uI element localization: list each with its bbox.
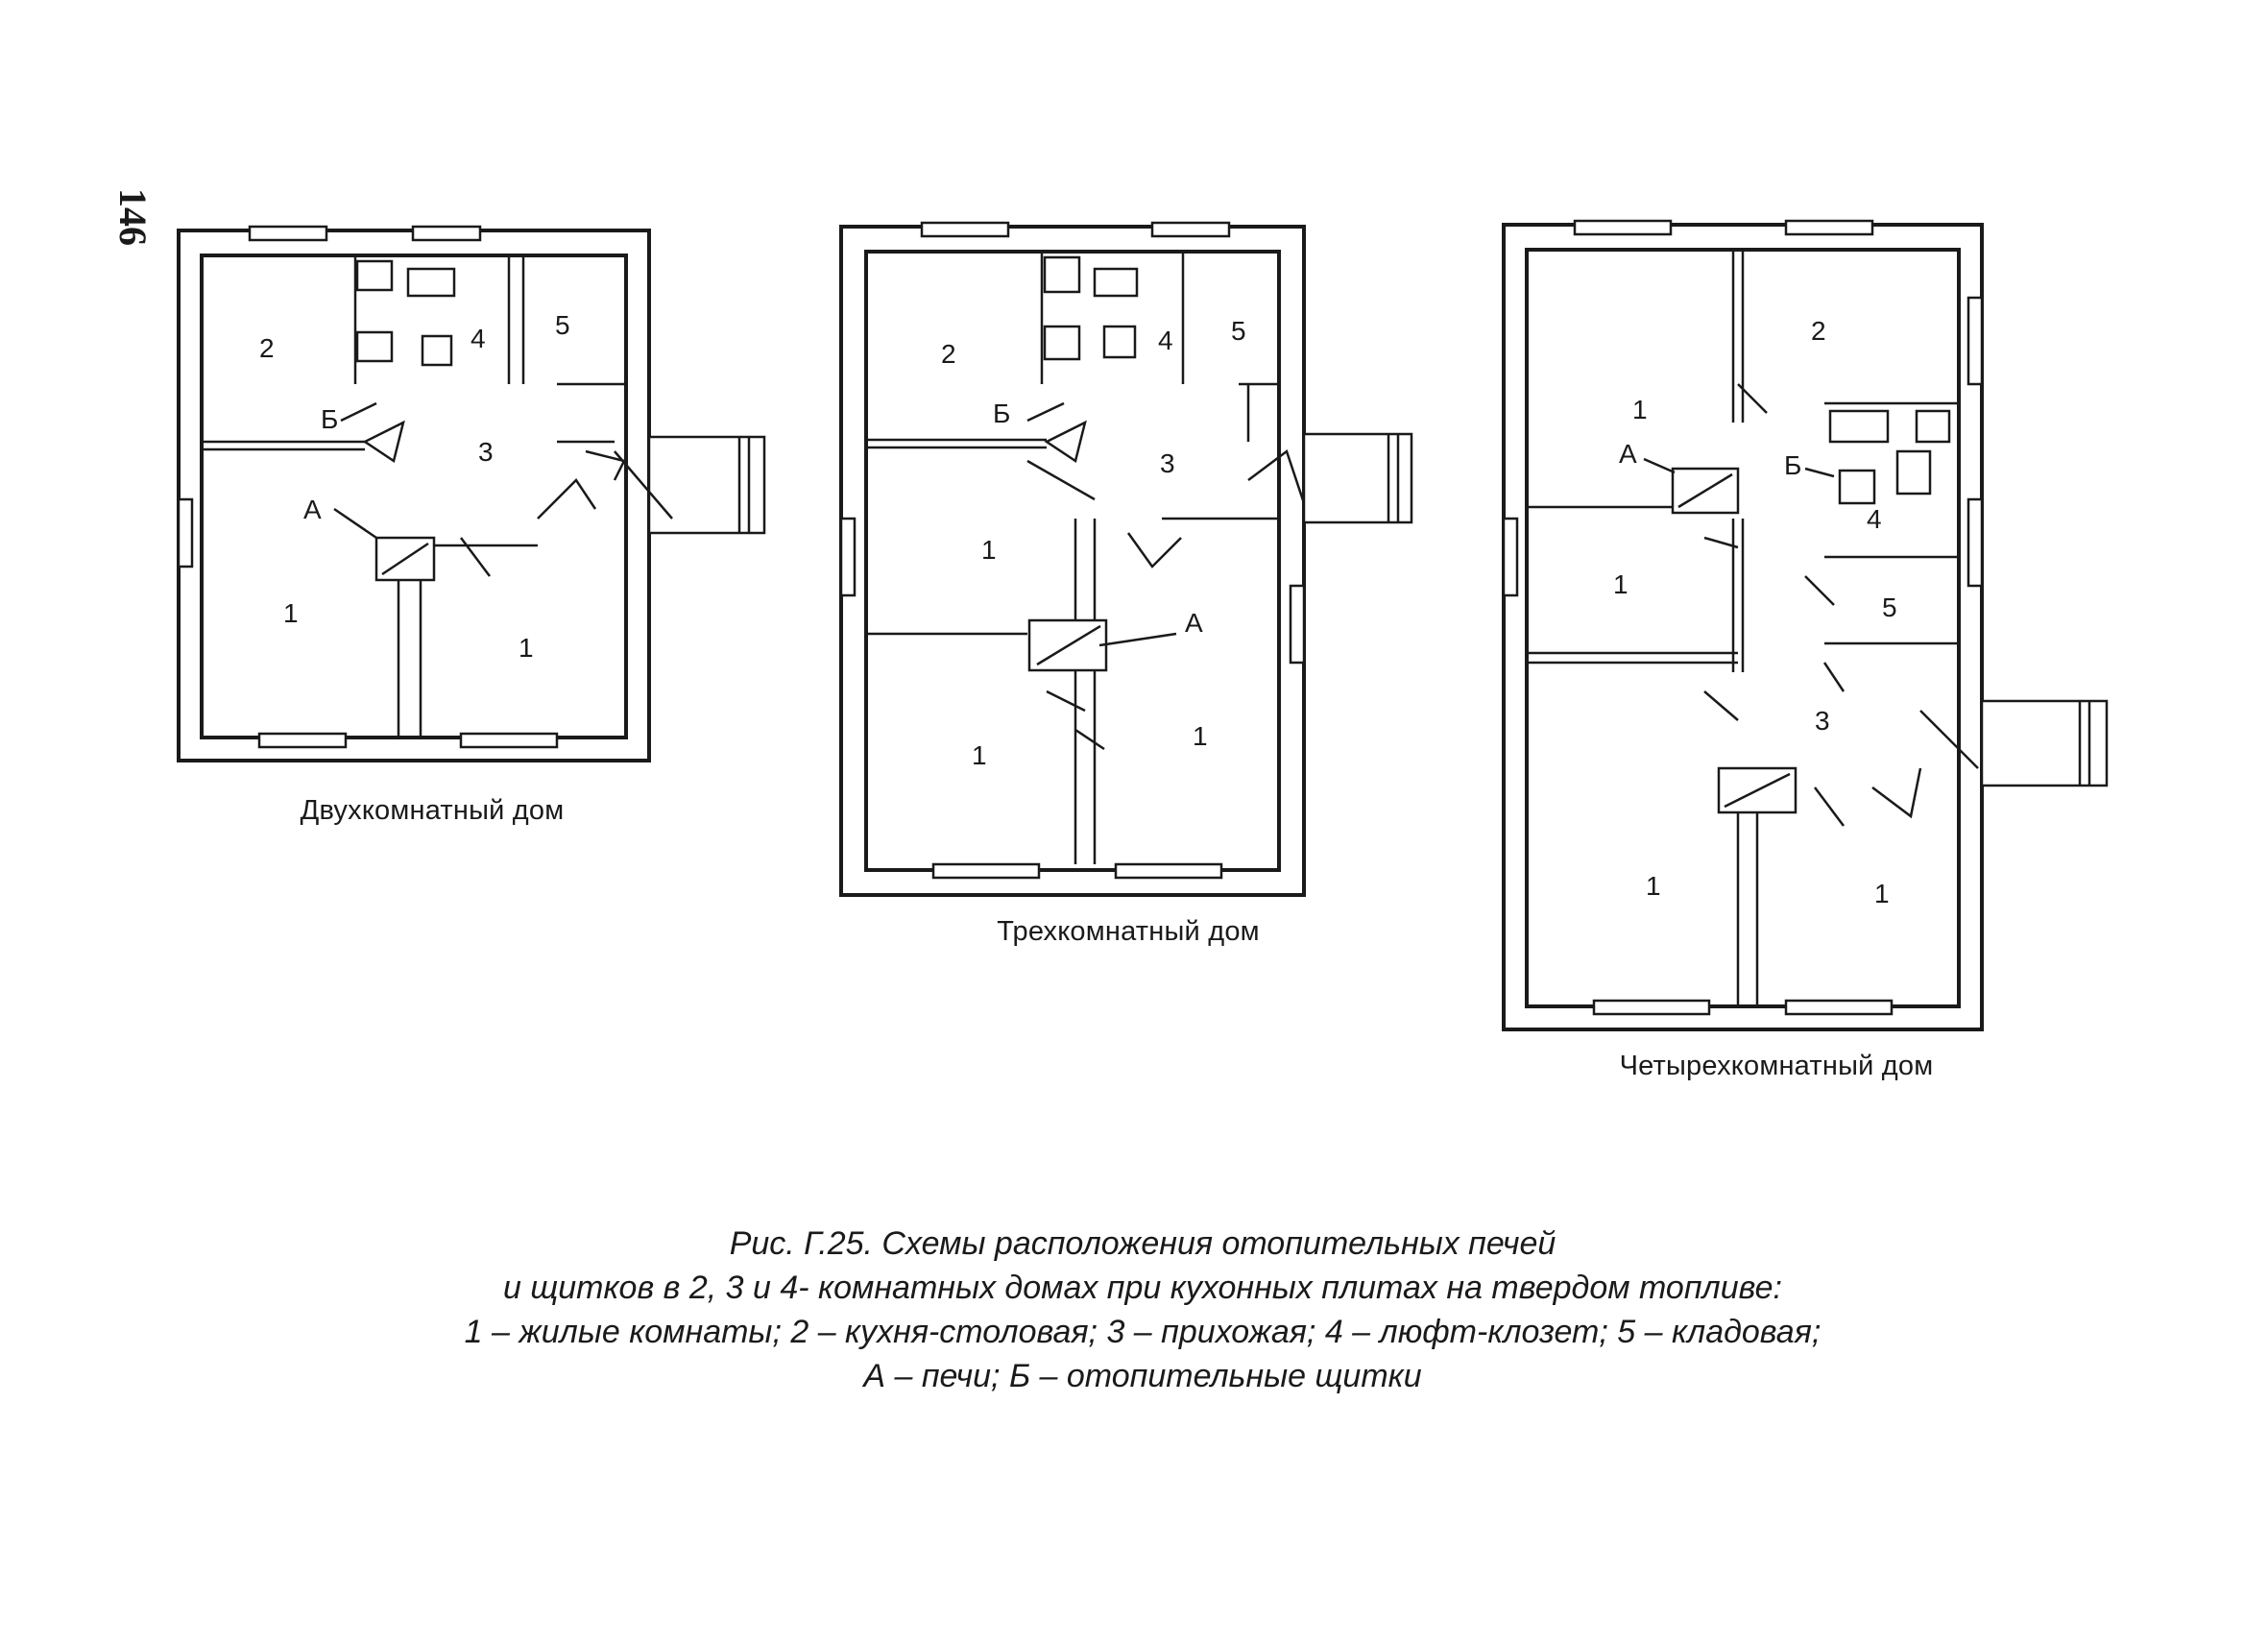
room-label: 1: [283, 598, 299, 628]
inner-wall: [200, 254, 628, 739]
room-label: 5: [1231, 316, 1246, 346]
window: [177, 497, 194, 568]
fixture: [1838, 469, 1876, 505]
entrance-porch: [1980, 699, 2109, 787]
marker-label: А: [1185, 608, 1203, 638]
window: [411, 225, 482, 242]
room-label: 2: [941, 339, 956, 369]
stove-fixture: [1043, 325, 1081, 361]
room-label: 1: [1646, 871, 1661, 901]
entrance-porch: [1302, 432, 1413, 524]
room-label: 4: [1158, 326, 1173, 355]
window: [1966, 296, 1984, 386]
window: [1289, 584, 1306, 665]
fixture: [406, 267, 456, 298]
room-label: 1: [981, 535, 997, 565]
window: [1150, 221, 1231, 238]
window: [920, 221, 1010, 238]
window: [1592, 999, 1711, 1016]
window: [1966, 497, 1984, 588]
marker-label: А: [303, 495, 322, 524]
fixture: [1102, 325, 1137, 359]
marker-label: Б: [993, 399, 1010, 428]
window: [1784, 999, 1894, 1016]
stove-fixture: [355, 259, 394, 292]
plan-four-room: 2 1 1 4 5 3 1 1 А Б: [1502, 219, 2109, 1031]
room-label: 4: [470, 324, 486, 353]
stove-fixture: [1828, 409, 1890, 444]
outer-wall: [177, 229, 651, 762]
figure-caption-line: и щитков в 2, 3 и 4- комнатных домах при…: [502, 1270, 1782, 1306]
room-label: 1: [972, 740, 987, 770]
fixture: [1895, 449, 1932, 496]
stove-fixture: [355, 330, 394, 363]
room-label: 3: [1815, 706, 1830, 736]
figure-caption: Рис. Г.25. Схемы расположения отопительн…: [288, 1222, 1997, 1398]
window: [839, 517, 857, 597]
fixture: [421, 334, 453, 367]
room-label: 1: [1193, 721, 1208, 751]
figure-caption-line: Рис. Г.25. Схемы расположения отопительн…: [729, 1225, 1556, 1262]
window: [1502, 517, 1519, 597]
window: [1784, 219, 1874, 236]
room-label: 2: [1811, 316, 1826, 346]
entrance-porch: [647, 435, 766, 535]
window: [248, 225, 328, 242]
figure-caption-line: 1 – жилые комнаты; 2 – кухня-столовая; 3…: [464, 1314, 1822, 1350]
inner-wall: [864, 250, 1281, 872]
fixture: [1093, 267, 1139, 298]
stove-fixture: [1043, 255, 1081, 294]
room-label: 5: [1882, 593, 1897, 622]
window: [257, 732, 348, 749]
marker-label: Б: [1784, 450, 1801, 480]
room-label: 1: [1613, 569, 1629, 599]
marker-label: Б: [321, 404, 338, 434]
room-label: 4: [1867, 504, 1882, 534]
stove-A: [1671, 467, 1740, 515]
room-label: 2: [259, 333, 275, 363]
plan-caption-three-room: Трехкомнатный дом: [997, 916, 1260, 947]
marker-label: А: [1619, 439, 1637, 469]
plan-two-room: 2 4 5 3 1 1 Б А: [177, 225, 766, 762]
room-label: 3: [1160, 448, 1175, 478]
outer-wall: [1502, 223, 1984, 1031]
room-label: 1: [519, 633, 534, 663]
room-label: 3: [478, 437, 494, 467]
plan-three-room: 2 4 5 3 1 1 1 Б А: [839, 221, 1413, 897]
window: [459, 732, 559, 749]
plan-caption-four-room: Четырехкомнатный дом: [1619, 1051, 1934, 1081]
plan-caption-two-room: Двухкомнатный дом: [300, 795, 565, 826]
room-label: 5: [555, 310, 570, 340]
window: [1114, 862, 1223, 880]
stove-fixture: [1915, 409, 1951, 444]
window: [931, 862, 1041, 880]
room-label: 1: [1874, 879, 1890, 908]
figure-caption-line: А – печи; Б – отопительные щитки: [863, 1358, 1422, 1394]
window: [1573, 219, 1673, 236]
room-label: 1: [1632, 395, 1648, 424]
